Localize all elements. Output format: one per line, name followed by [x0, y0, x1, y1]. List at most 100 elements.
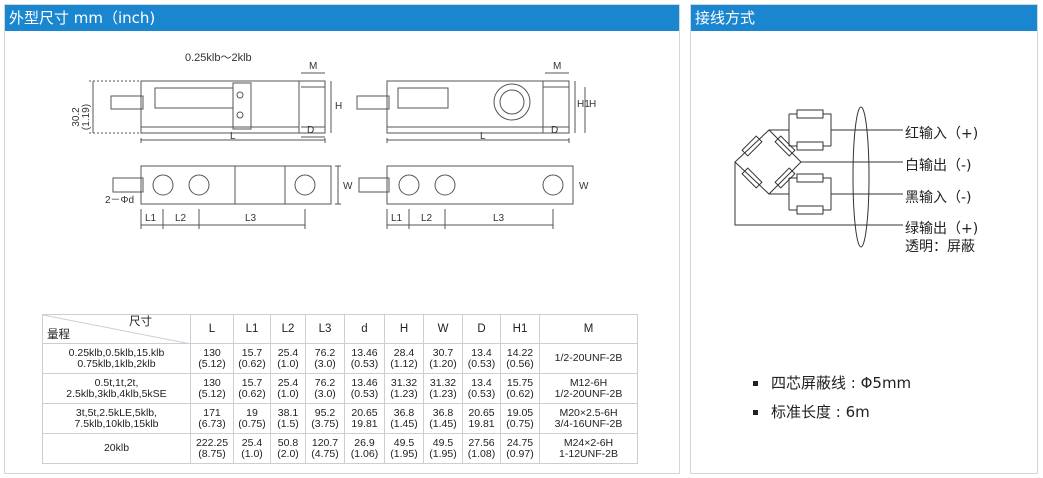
- table-cell: 49.5(1.95): [423, 433, 463, 464]
- side-view-left: [89, 72, 332, 143]
- table-cell: 49.5(1.95): [384, 433, 424, 464]
- corner-top-label: 尺寸: [129, 316, 152, 328]
- header-H: H: [384, 314, 424, 344]
- label-H-1: H: [335, 101, 342, 112]
- label-W-2: W: [579, 181, 589, 192]
- table-cell: 26.9(1.06): [344, 433, 385, 464]
- table-cell: 24.75(0.97): [500, 433, 540, 464]
- top-view-left: [112, 165, 341, 229]
- table-cell: 171(6.73): [190, 403, 234, 434]
- table-cell: 76.2(3.0): [305, 343, 345, 374]
- header-M: M: [539, 314, 638, 344]
- table-cell: 13.46(0.53): [344, 343, 385, 374]
- table-cell: 25.4(1.0): [270, 373, 306, 404]
- table-cell: 15.7(0.62): [233, 373, 271, 404]
- header-W: W: [423, 314, 463, 344]
- list-item: 四芯屏蔽线 : Φ5mm: [753, 369, 911, 398]
- label-L-2: L: [480, 131, 486, 142]
- table-row: 3t,5t,2.5kLE,5klb,7.5klb,10klb,15klb 171…: [42, 403, 638, 434]
- table-cell: 120.7(4.75): [305, 433, 345, 464]
- table-cell: 25.4(1.0): [233, 433, 271, 464]
- bullet-icon: [753, 381, 758, 386]
- label-L2-1: L2: [175, 213, 187, 224]
- wire-red-input: 红输入（+): [905, 126, 979, 142]
- spec-table: 尺寸 量程 L L1 L2 L3 d H W D H1 M 0.25klb,0.…: [42, 314, 638, 464]
- header-d: d: [344, 314, 385, 344]
- wiring-panel-title: 接线方式: [691, 5, 1037, 31]
- bullet-icon: [753, 410, 758, 415]
- label-L1-2: L1: [391, 213, 403, 224]
- top-view-right: [358, 165, 574, 229]
- header-D: D: [462, 314, 501, 344]
- table-cell: 50.8(2.0): [270, 433, 306, 464]
- table-row: 0.5t,1t,2t,2.5klb,3klb,4klb,5kSE 130(5.1…: [42, 373, 638, 404]
- table-cell: 36.8(1.45): [423, 403, 463, 434]
- range-label: 0.25klb～2klb: [185, 52, 252, 64]
- table-cell: 13.4(0.53): [462, 373, 501, 404]
- table-cell: 95.2(3.75): [305, 403, 345, 434]
- range-cell: 3t,5t,2.5kLE,5klb,7.5klb,10klb,15klb: [42, 403, 191, 434]
- table-cell: 130(5.12): [190, 343, 234, 374]
- header-L: L: [190, 314, 234, 344]
- label-L3-1: L3: [245, 213, 257, 224]
- wire-black-input: 黑输入（-): [905, 190, 972, 206]
- range-cell: 0.5t,1t,2t,2.5klb,3klb,4klb,5kSE: [42, 373, 191, 404]
- label-L-1: L: [230, 131, 236, 142]
- dim-1-19: (1.19): [81, 104, 92, 130]
- label-H1: H1: [577, 99, 590, 110]
- header-L1: L1: [233, 314, 271, 344]
- label-L2-2: L2: [421, 213, 433, 224]
- table-cell: 31.32(1.23): [423, 373, 463, 404]
- table-row: 20klb 222.25(8.75) 25.4(1.0) 50.8(2.0) 1…: [42, 433, 638, 464]
- table-cell: 130(5.12): [190, 373, 234, 404]
- range-cell: 20klb: [42, 433, 191, 464]
- table-cell: 19.05(0.75): [500, 403, 540, 434]
- header-H1: H1: [500, 314, 540, 344]
- label-L1-1: L1: [145, 213, 157, 224]
- table-cell: 28.4(1.12): [384, 343, 424, 374]
- feature-list: 四芯屏蔽线 : Φ5mm 标准长度 : 6m: [753, 369, 911, 427]
- dimensions-panel-title: 外型尺寸 mm（inch): [5, 5, 679, 31]
- table-corner-cell: 尺寸 量程: [42, 314, 191, 344]
- table-cell: 36.8(1.45): [384, 403, 424, 434]
- label-phi-d: 2－Φd: [105, 195, 134, 206]
- table-cell: 76.2(3.0): [305, 373, 345, 404]
- dim-30-2: 30.2: [71, 107, 82, 127]
- table-cell: 15.75(0.62): [500, 373, 540, 404]
- label-D-2: D: [551, 125, 558, 136]
- table-cell: 30.7(1.20): [423, 343, 463, 374]
- table-cell: 38.1(1.5): [270, 403, 306, 434]
- wiring-panel: 接线方式: [690, 4, 1038, 474]
- label-L3-2: L3: [493, 213, 505, 224]
- list-item: 标准长度 : 6m: [753, 398, 911, 427]
- header-L2: L2: [270, 314, 306, 344]
- label-M-2: M: [553, 61, 561, 72]
- table-cell: 25.4(1.0): [270, 343, 306, 374]
- table-cell: 27.56(1.08): [462, 433, 501, 464]
- label-H-2: H: [589, 99, 596, 110]
- label-D-1: D: [307, 125, 314, 136]
- technical-drawing: 0.25klb～2klb: [5, 35, 681, 305]
- table-cell: 14.22(0.56): [500, 343, 540, 374]
- label-W-1: W: [343, 181, 353, 192]
- table-header-row: 尺寸 量程 L L1 L2 L3 d H W D H1 M: [42, 314, 638, 344]
- label-M-1: M: [309, 61, 317, 72]
- wire-white-output: 白输出（-): [905, 158, 972, 174]
- wiring-diagram: 红输入（+) 白输出（-) 黑输入（-) 绿输出（+) 透明：屏蔽: [691, 35, 1037, 265]
- corner-bottom-label: 量程: [47, 329, 70, 341]
- wire-shield: 透明：屏蔽: [905, 239, 975, 255]
- table-cell: 31.32(1.23): [384, 373, 424, 404]
- table-cell: 13.4(0.53): [462, 343, 501, 374]
- table-cell: 222.25(8.75): [190, 433, 234, 464]
- header-L3: L3: [305, 314, 345, 344]
- table-cell: 1/2-20UNF-2B: [539, 343, 638, 374]
- table-cell: 13.46(0.53): [344, 373, 385, 404]
- wire-green-output: 绿输出（+): [905, 221, 979, 237]
